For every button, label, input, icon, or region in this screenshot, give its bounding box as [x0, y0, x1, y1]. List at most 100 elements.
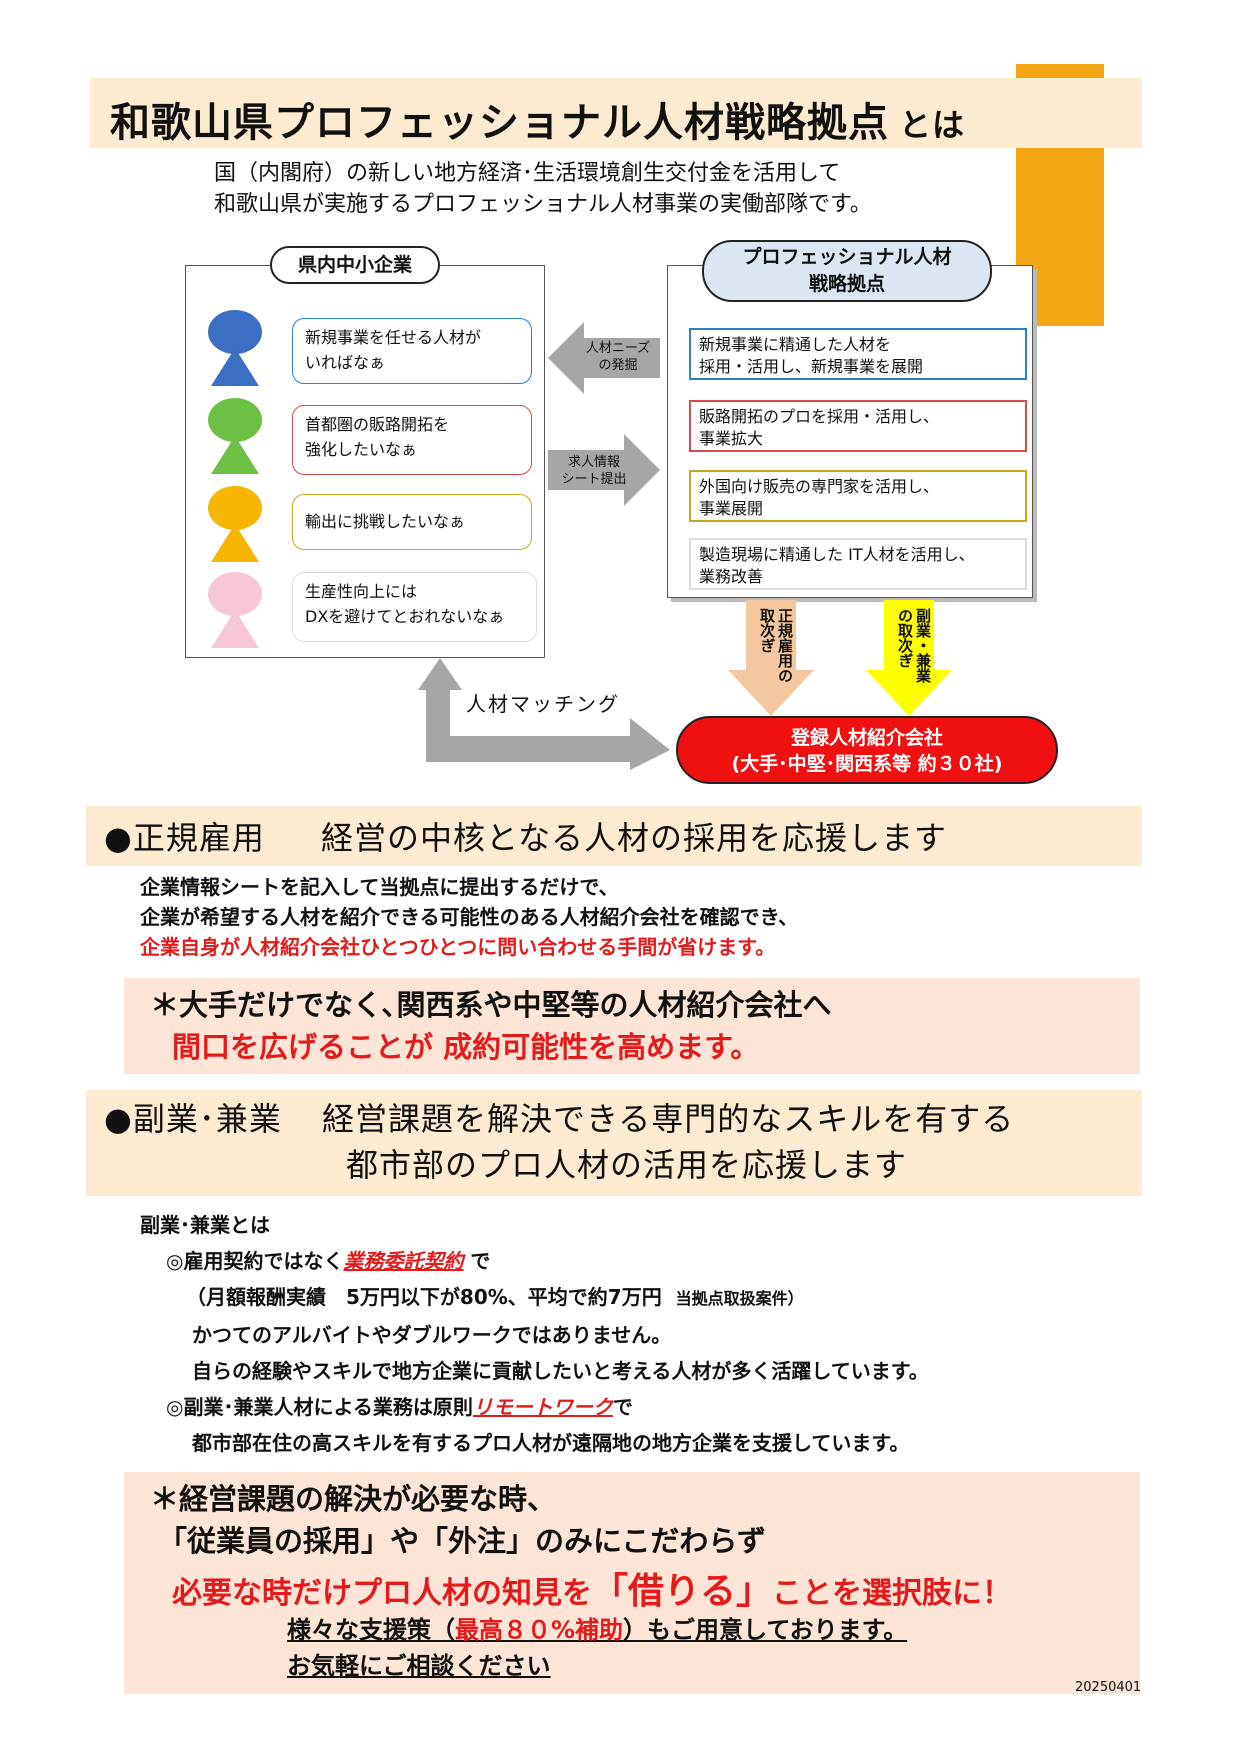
side-point-2: ◎副業･兼業人材による業務は原則リモートワークで	[140, 1389, 929, 1425]
title-band	[90, 78, 1142, 148]
side-point-1: ◎雇用契約ではなく業務委託契約 で	[140, 1243, 929, 1279]
need-bubble-4-line-2: DXを避けてとおれないなぁ	[305, 607, 505, 626]
arrow-side-label: 副業・兼業の取次ぎ	[896, 608, 932, 683]
page-title-suffix: とは	[899, 106, 966, 144]
need-bubble-4: 生産性向上には DXを避けてとおれないなぁ	[292, 572, 537, 642]
arrow-matching-icon	[418, 658, 670, 770]
solution-item-3-line-1: 外国向け販売の専門家を活用し、	[699, 477, 940, 496]
side-point-1-post: で	[463, 1249, 491, 1273]
section-regular-heading: ●正規雇用 経営の中核となる人材の採用を応援します	[104, 813, 947, 859]
support-red: 最高８０%補助	[455, 1616, 624, 1644]
side-point-1-line-4: 自らの経験やスキルで地方企業に貢献したいと考える人材が多く活躍しています。	[192, 1359, 929, 1383]
person-green-icon	[208, 398, 262, 474]
need-bubble-3-line-1: 輸出に挑戦したいなぁ	[305, 512, 466, 531]
section-regular-body: 企業情報シートを記入して当拠点に提出するだけで、 企業が希望する人材を紹介できる…	[140, 872, 798, 962]
callout-side-support: 様々な支援策（最高８０%補助）もご用意しております。 お気軽にご相談ください	[287, 1612, 907, 1684]
side-point-1-note: （月額報酬実績 5万円以下が80%、平均で約7万円 当拠点取扱案件）	[140, 1279, 929, 1317]
solution-item-2-line-2: 事業拡大	[699, 429, 764, 448]
strategy-hub-title-1: プロフェッショナル人材	[742, 246, 952, 268]
section-side-label: ●副業･兼業	[104, 1100, 282, 1138]
side-definition-title: 副業･兼業とは	[140, 1213, 270, 1237]
callout-side-line-3-pre: 必要な時だけプロ人材の知見を	[172, 1576, 592, 1611]
solution-item-4-line-2: 業務改善	[699, 567, 764, 586]
consult-line: お気軽にご相談ください	[287, 1652, 551, 1680]
callout-side-line-1: ＊経営課題の解決が必要な時、	[150, 1482, 557, 1516]
person-blue-icon	[208, 310, 262, 386]
support-line: 様々な支援策（最高８０%補助）もご用意しております。	[287, 1616, 907, 1644]
section-side-heading: ●副業･兼業 経営課題を解決できる専門的なスキルを有する 都市部のプロ人材の活用を…	[104, 1096, 1014, 1188]
matching-label: 人材マッチング	[466, 692, 620, 716]
need-bubble-3: 輸出に挑戦したいなぁ	[292, 494, 532, 550]
agency-ellipse: 登録人材紹介会社 (大手･中堅･関西系等 約３０社)	[676, 716, 1058, 784]
section-regular-band	[86, 806, 1142, 866]
callout-side	[124, 1472, 1140, 1694]
callout-regular-line-2: 間口を広げることが 成約可能性を高めます。	[172, 1030, 760, 1064]
solution-item-2: 販路開拓のプロを採用・活用し、 事業拡大	[689, 400, 1027, 452]
sme-box-title: 県内中小企業	[270, 246, 440, 284]
agency-line-2: (大手･中堅･関西系等 約３０社)	[731, 753, 1003, 775]
need-bubble-1-line-1: 新規事業を任せる人材が	[305, 328, 482, 347]
intro-line-1: 国（内閣府）の新しい地方経済･生活環境創生交付金を活用して	[214, 161, 841, 186]
side-point-2-post: で	[612, 1395, 633, 1419]
arrow-needs-label-1: 人材ニーズ	[585, 341, 651, 356]
need-bubble-1: 新規事業を任せる人材が いればなぁ	[292, 318, 532, 384]
section-side-title-1: 経営課題を解決できる専門的なスキルを有する	[321, 1100, 1015, 1138]
solution-item-3: 外国向け販売の専門家を活用し、 事業展開	[689, 470, 1027, 522]
need-bubble-1-line-2: いればなぁ	[305, 353, 386, 372]
arrow-right-sheet-icon	[548, 434, 660, 506]
intro-text: 国（内閣府）の新しい地方経済･生活環境創生交付金を活用して 和歌山県が実施するプ…	[214, 158, 872, 220]
page-title-main: 和歌山県プロフェッショナル人材戦略拠点	[110, 100, 889, 146]
section-regular-line-2: 企業が希望する人材を紹介できる可能性のある人材紹介会社を確認でき、	[140, 905, 799, 929]
callout-side-line-3-big: 「借りる」	[592, 1571, 773, 1612]
side-point-2-em: リモートワーク	[472, 1395, 613, 1419]
need-bubble-2: 首都圏の販路開拓を 強化したいなぁ	[292, 405, 532, 475]
side-point-1-note-main: （月額報酬実績 5万円以下が80%、平均で約7万円	[186, 1285, 662, 1309]
callout-regular-text: ＊大手だけでなく､関西系や中堅等の人材紹介会社へ 間口を広げることが 成約可能性…	[150, 984, 832, 1068]
side-point-2-line-2: 都市部在住の高スキルを有するプロ人材が遠隔地の地方企業を支援しています。	[192, 1431, 910, 1455]
arrow-needs-label-2: の発掘	[598, 358, 638, 373]
section-side-title-2: 都市部のプロ人材の活用を応援します	[346, 1146, 908, 1184]
intro-line-2: 和歌山県が実施するプロフェッショナル人材事業の実働部隊です。	[214, 192, 872, 217]
section-side-band	[86, 1090, 1142, 1196]
arrow-down-side-icon	[866, 600, 952, 716]
callout-side-line-3: 必要な時だけプロ人材の知見を「借りる」ことを選択肢に！	[172, 1562, 1012, 1614]
support-post: ）もご用意しております。	[623, 1616, 908, 1644]
section-side-body: 副業･兼業とは ◎雇用契約ではなく業務委託契約 で （月額報酬実績 5万円以下が…	[140, 1207, 929, 1461]
solution-item-4-line-1: 製造現場に精通した IT人材を活用し、	[699, 545, 975, 564]
arrow-sheet-label: 求人情報 シート提出	[552, 454, 636, 488]
solution-item-2-line-1: 販路開拓のプロを採用・活用し、	[699, 407, 940, 426]
section-regular-label: ●正規雇用	[104, 819, 265, 857]
agency-line-1: 登録人材紹介会社	[790, 727, 943, 749]
arrow-sheet-label-2: シート提出	[561, 472, 627, 487]
side-point-2-pre: ◎副業･兼業人材による業務は原則	[166, 1395, 473, 1419]
solution-item-1-line-2: 採用・活用し、新規事業を展開	[699, 357, 924, 376]
solution-item-1: 新規事業に精通した人材を 採用・活用し、新規事業を展開	[689, 328, 1027, 380]
need-bubble-2-line-1: 首都圏の販路開拓を	[305, 415, 450, 434]
callout-side-line-3-post: ことを選択肢に！	[772, 1576, 1013, 1611]
section-regular-line-3: 企業自身が人材紹介会社ひとつひとつに問い合わせる手間が省けます。	[140, 935, 776, 959]
person-yellow-icon	[208, 486, 262, 562]
callout-side-line-2: 「従業員の採用」や「外注」のみにこだわらず	[158, 1524, 766, 1558]
page-title: 和歌山県プロフェッショナル人材戦略拠点とは	[110, 90, 965, 148]
solution-item-3-line-2: 事業展開	[699, 499, 764, 518]
side-point-1-pre: ◎雇用契約ではなく	[166, 1249, 344, 1273]
arrow-needs-label: 人材ニーズ の発掘	[580, 340, 656, 374]
support-pre: 様々な支援策（	[287, 1616, 455, 1644]
need-bubble-4-line-1: 生産性向上には	[305, 582, 418, 601]
side-point-1-line-3: かつてのアルバイトやダブルワークではありません。	[192, 1323, 672, 1347]
side-point-1-em: 業務委託契約	[343, 1249, 464, 1273]
solution-item-4: 製造現場に精通した IT人材を活用し、 業務改善	[689, 538, 1027, 590]
arrow-sheet-label-1: 求人情報	[567, 455, 620, 470]
section-regular-title: 経営の中核となる人材の採用を応援します	[320, 819, 947, 857]
strategy-hub-title-2: 戦略拠点	[808, 273, 885, 295]
callout-regular	[124, 978, 1140, 1074]
document-code: 20250401	[1075, 1680, 1142, 1695]
arrow-regular-label: 正規雇用の取次ぎ	[758, 608, 794, 683]
side-point-1-note-small: 当拠点取扱案件）	[675, 1289, 804, 1308]
strategy-hub-title: プロフェッショナル人材 戦略拠点	[702, 240, 992, 302]
callout-side-text: ＊経営課題の解決が必要な時、 「従業員の採用」や「外注」のみにこだわらず	[150, 1478, 766, 1562]
arrow-left-needs-icon	[548, 322, 660, 394]
arrow-down-regular-icon	[728, 600, 814, 716]
person-pink-icon	[208, 572, 262, 648]
solution-item-1-line-1: 新規事業に精通した人材を	[699, 335, 892, 354]
